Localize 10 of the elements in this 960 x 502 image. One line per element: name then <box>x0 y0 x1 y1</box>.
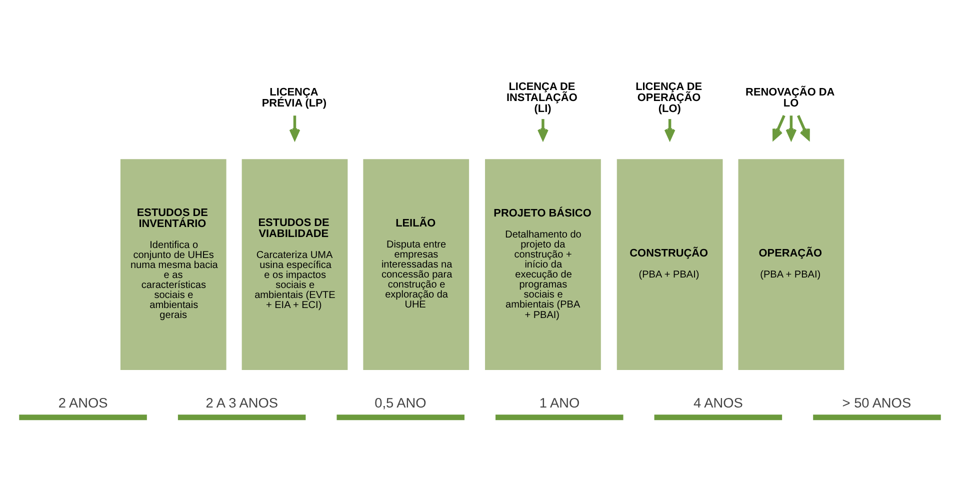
node-label: 0,5 ANO <box>374 395 426 410</box>
node-label: 2 ANOS <box>58 395 108 410</box>
node-label: > 50 ANOS <box>842 395 912 410</box>
node-text: LICENÇA DE INSTALAÇÃO (LI) <box>506 81 578 116</box>
node-text: LICENÇA PRÉVIA (LP) <box>262 86 327 110</box>
node-label: 2 A 3 ANOS <box>206 395 278 410</box>
node-label: 1 ANO <box>539 395 580 410</box>
node-text: RENOVAÇÃO DA LO <box>746 86 835 110</box>
node-label: 4 ANOS <box>694 395 743 410</box>
node-text: LICENÇA DE OPERAÇÃO (LO) <box>636 81 702 116</box>
